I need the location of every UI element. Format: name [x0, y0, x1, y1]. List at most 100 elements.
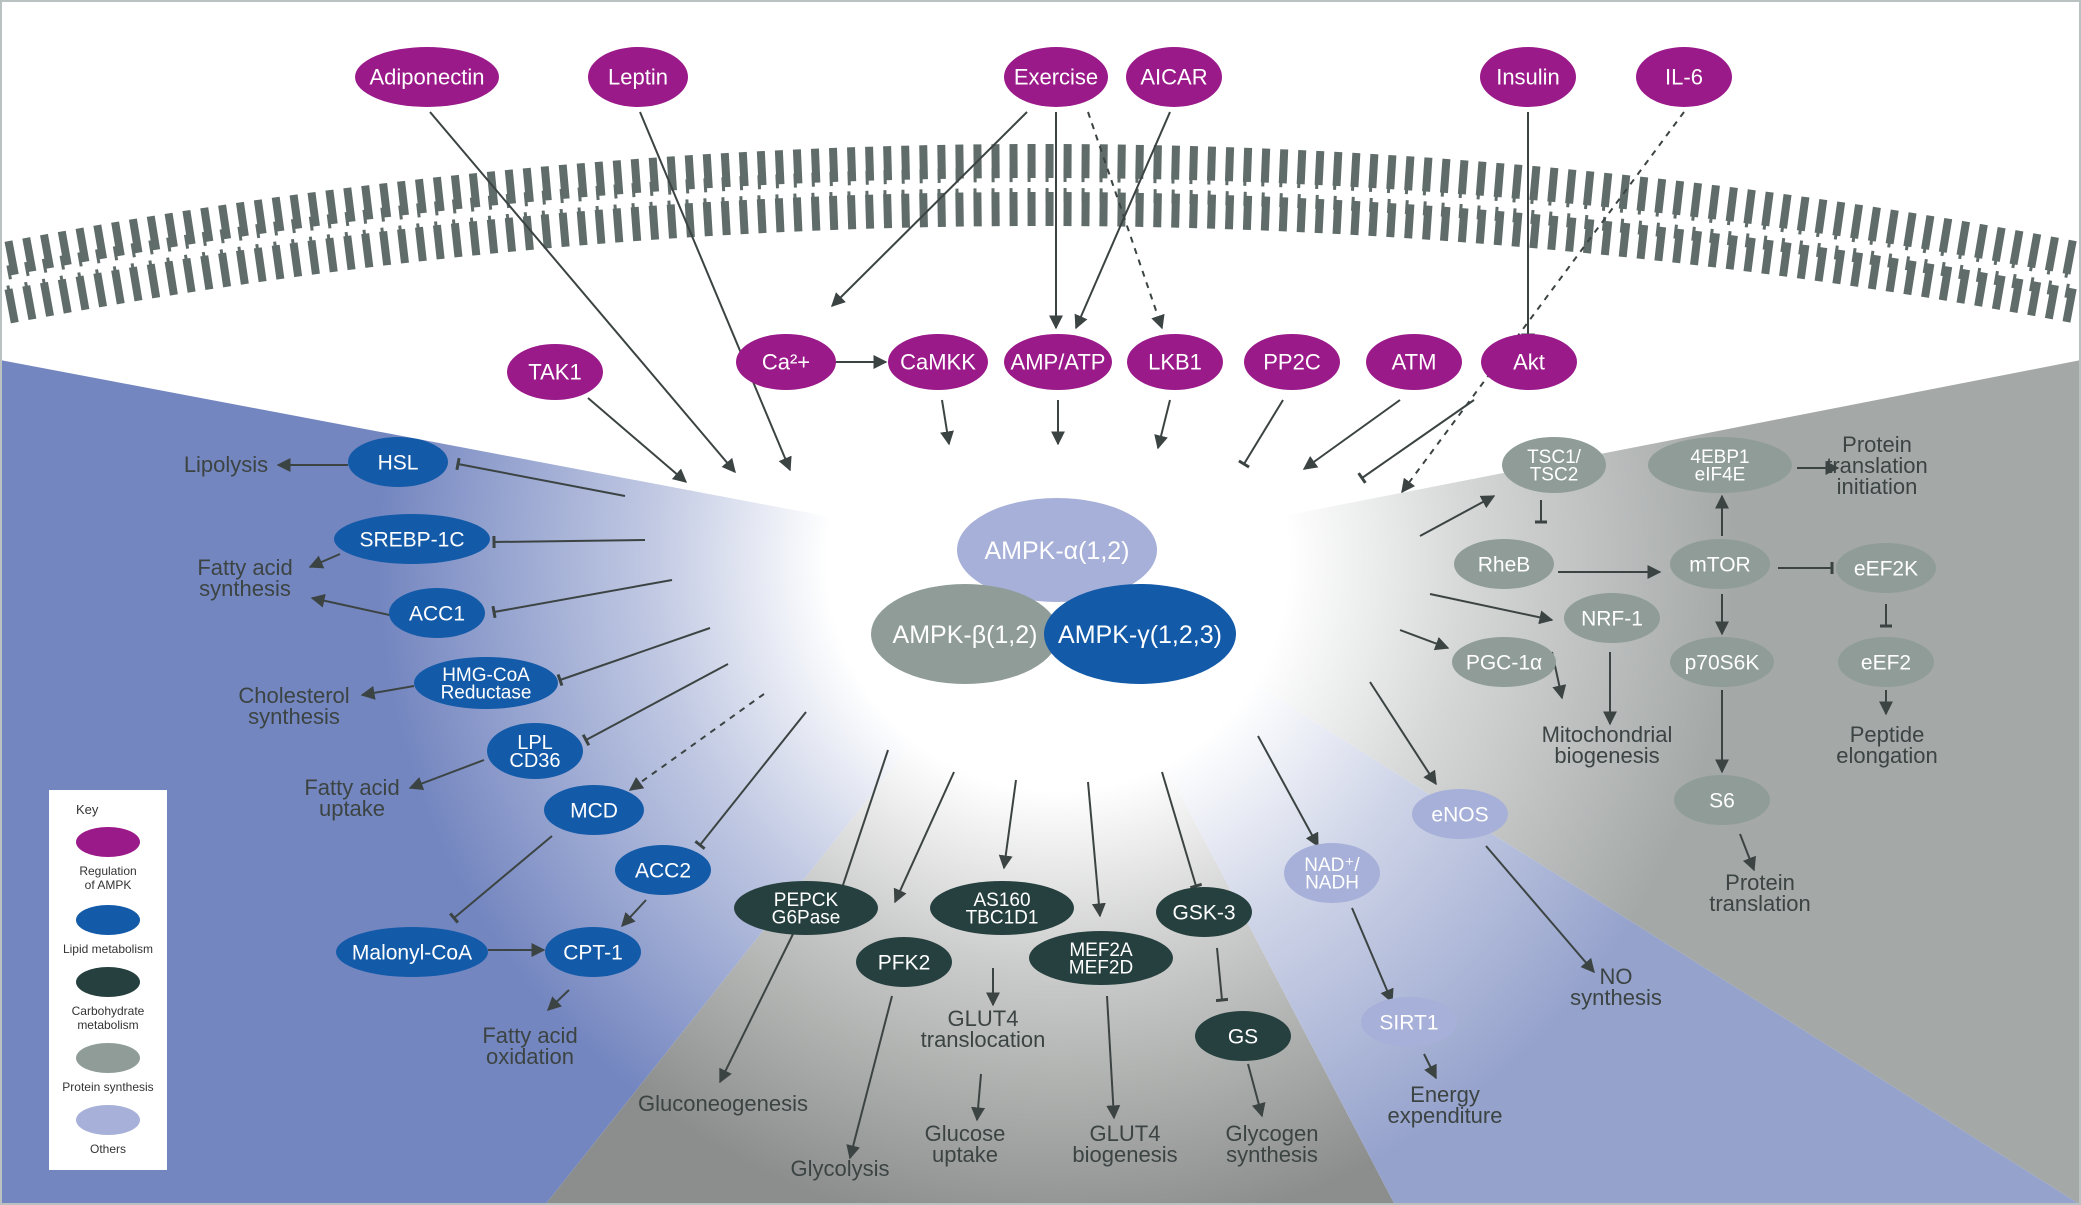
srebp-node: SREBP-1C — [334, 514, 490, 564]
ampatp-node: AMP/ATP — [1004, 334, 1112, 390]
translation-init-outcome-1: translation — [1826, 453, 1928, 478]
key-item-label: Carbohydrate — [72, 1004, 145, 1018]
key-item: Lipid metabolism — [63, 905, 153, 956]
aicar-label: AICAR — [1140, 65, 1207, 90]
lpl-label-1: CD36 — [509, 750, 560, 772]
camkk-node: CaMKK — [888, 334, 988, 390]
hsl-label: HSL — [378, 451, 419, 474]
protein-translation-outcome-0: Protein — [1725, 870, 1795, 895]
pfk2-ellipse — [856, 937, 952, 987]
nrf1-ellipse — [1564, 593, 1660, 643]
fa-ox-outcome-0: Fatty acid — [482, 1023, 577, 1048]
pp2c-node: PP2C — [1244, 334, 1340, 390]
activation-arrow — [1247, 1063, 1266, 1118]
gsk3-label: GSK-3 — [1172, 901, 1235, 924]
hsl-ellipse — [348, 437, 448, 487]
insulin-ellipse — [1480, 47, 1576, 107]
inhibition-line — [581, 663, 729, 746]
ampk-beta-node: AMPK-β(1,2) — [871, 584, 1059, 684]
activation-arrow — [1739, 833, 1756, 872]
eef2k-node: eEF2K — [1836, 543, 1936, 593]
eef2-node: eEF2 — [1838, 637, 1934, 687]
pfk2-label: PFK2 — [878, 951, 931, 974]
lipolysis-outcome: Lipolysis — [184, 452, 268, 477]
activation-arrow — [1257, 735, 1319, 848]
inhibition-line — [694, 711, 807, 850]
energy-outcome-1: expenditure — [1388, 1103, 1503, 1128]
glut4-trans-outcome-1: translocation — [921, 1027, 1046, 1052]
mtor-ellipse — [1670, 539, 1770, 589]
p70-ellipse — [1670, 637, 1774, 687]
atm-ellipse — [1366, 334, 1462, 390]
activation-arrow — [998, 779, 1017, 870]
chol-outcome-0: Cholesterol — [238, 683, 349, 708]
membrane-tails-outer — [0, 168, 2081, 282]
glut4-bio-outcome-0: GLUT4 — [1090, 1121, 1161, 1146]
tak1-node: TAK1 — [507, 344, 603, 400]
translation-init-outcome-2: initiation — [1837, 474, 1918, 499]
lkb1-ellipse — [1127, 334, 1223, 390]
srebp-label: SREBP-1C — [359, 528, 464, 551]
energy-outcome-0: Energy — [1410, 1082, 1480, 1107]
activation-arrow — [835, 749, 889, 902]
ampk-gamma-label: AMPK-γ(1,2,3) — [1058, 621, 1222, 649]
ca-ellipse — [736, 334, 836, 390]
acc1-node: ACC1 — [389, 588, 485, 638]
key-item-label: Lipid metabolism — [63, 942, 153, 956]
mtor-node: mTOR — [1670, 539, 1770, 589]
pp2c-label: PP2C — [1263, 350, 1321, 375]
inhibition-line — [1357, 399, 1475, 484]
key-item: Others — [76, 1105, 140, 1156]
activation-arrow — [846, 995, 893, 1160]
activation-arrow — [1154, 399, 1171, 450]
key-item-label: Protein synthesis — [62, 1080, 153, 1094]
activation-arrow — [1106, 995, 1121, 1120]
glucose-uptake-outcome-0: Glucose — [925, 1121, 1006, 1146]
pepck-ellipse — [734, 881, 878, 935]
inhibition-line — [448, 835, 553, 924]
activation-arrow — [831, 111, 1028, 307]
fa-synth-outcome-1: synthesis — [199, 576, 291, 601]
key-swatch — [76, 967, 140, 997]
mef2-ellipse — [1029, 931, 1173, 985]
eif-label-1: eIF4E — [1695, 464, 1746, 485]
activation-arrow — [1074, 111, 1171, 330]
il6-node: IL-6 — [1636, 47, 1732, 107]
fa-uptake-outcome-0: Fatty acid — [304, 775, 399, 800]
lkb1-node: LKB1 — [1127, 334, 1223, 390]
s6-label: S6 — [1709, 789, 1735, 812]
akt-node: Akt — [1481, 334, 1577, 390]
enos-label: eNOS — [1431, 803, 1488, 826]
activation-arrow — [1485, 845, 1595, 974]
cpt1-label: CPT-1 — [563, 941, 623, 964]
hmgcoa-label-0: HMG-CoA — [442, 665, 530, 686]
key-item-label: Regulation — [79, 864, 136, 878]
activation-arrow — [1429, 593, 1554, 625]
hsl-node: HSL — [348, 437, 448, 487]
exercise-label: Exercise — [1014, 65, 1098, 90]
ampk-gamma-ellipse — [1044, 584, 1236, 684]
glycogen-outcome-0: Glycogen — [1226, 1121, 1319, 1146]
nad-label-0: NAD⁺/ — [1304, 855, 1360, 876]
activation-arrow — [587, 397, 688, 483]
mito-outcome-1: biogenesis — [1554, 743, 1659, 768]
s6-ellipse — [1674, 775, 1770, 825]
il6-label: IL-6 — [1665, 65, 1703, 90]
inhibition-line — [1161, 771, 1203, 890]
peptide-outcome-0: Peptide — [1850, 722, 1925, 747]
key-item-label: metabolism — [77, 1018, 138, 1032]
ampk-alpha-label: AMPK-α(1,2) — [984, 537, 1129, 565]
p70-label: p70S6K — [1685, 651, 1760, 674]
glut4-trans-outcome-0: GLUT4 — [948, 1006, 1019, 1031]
eef2-ellipse — [1838, 637, 1934, 687]
pgc-label: PGC-1α — [1466, 651, 1542, 674]
mtor-label: mTOR — [1689, 553, 1750, 576]
insulin-node: Insulin — [1480, 47, 1576, 107]
inhibition-line — [1215, 947, 1229, 1003]
peptide-outcome-1: elongation — [1836, 743, 1938, 768]
key-item-label: of AMPK — [85, 878, 132, 892]
